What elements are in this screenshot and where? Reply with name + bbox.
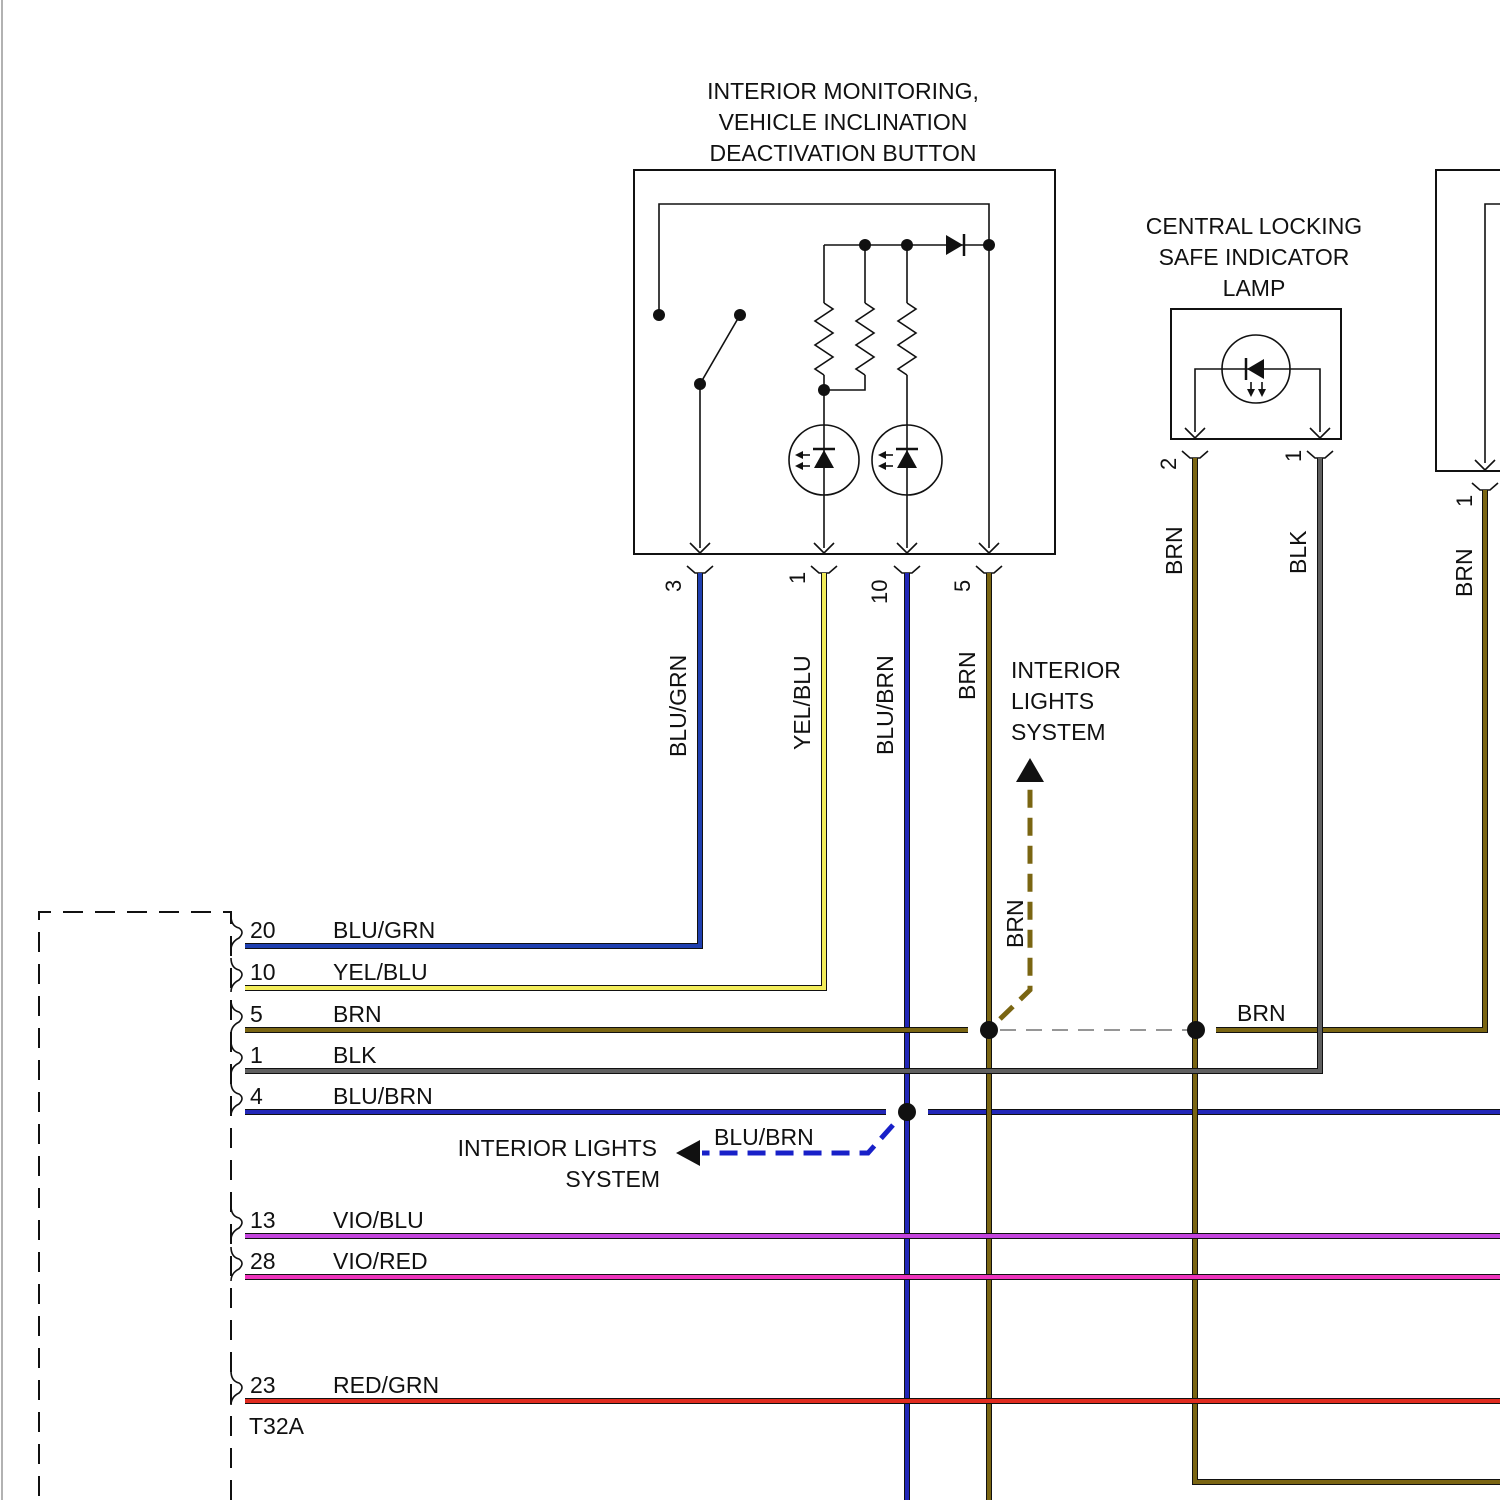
resistor-icon [856, 303, 874, 375]
wire-brn-right-outline [1216, 490, 1485, 1030]
wire-brn-lamp [1195, 458, 1500, 1482]
switch-contact [653, 309, 665, 321]
connector-wire-color: YEL/BLU [333, 959, 428, 985]
wire-yel-blu-outline [245, 573, 824, 988]
lamp-title-line-3: LAMP [1223, 275, 1286, 301]
right-housing [1436, 170, 1500, 471]
safe-indicator-lamp-component: CENTRAL LOCKING SAFE INDICATOR LAMP 2 1 [1146, 213, 1362, 470]
lamp-terminals [1182, 428, 1333, 458]
deactivation-button-component: INTERIOR MONITORING, VEHICLE INCLINATION… [634, 78, 1055, 604]
terminal-cup [1182, 451, 1208, 458]
wire-blu-grn [245, 573, 700, 946]
connector-pin-number: 1 [250, 1042, 263, 1068]
wire-label-brn: BRN [1451, 548, 1477, 597]
connector-wire-color: BLU/GRN [333, 917, 435, 943]
lamp-title-line-2: SAFE INDICATOR [1159, 244, 1350, 270]
connector-wire-color: BRN [333, 1001, 382, 1027]
connector-wire-color: VIO/RED [333, 1248, 428, 1274]
splice-dot [980, 1021, 998, 1039]
wire-label-yel-blu: YEL/BLU [789, 655, 815, 750]
connector-pin-arc [231, 1082, 242, 1116]
wire-label-brn-right: BRN [1237, 1000, 1286, 1026]
button-pin-label: 10 [867, 580, 892, 604]
connector-pin-arc [231, 1247, 242, 1281]
connector-wire-color: RED/GRN [333, 1372, 439, 1398]
wire-label-brn-branch: BRN [1002, 899, 1028, 948]
switch-blade [700, 315, 740, 384]
connector-name: T32A [249, 1413, 305, 1439]
terminal-cup [976, 566, 1002, 573]
button-housing [634, 170, 1055, 554]
connector-pin-arc [231, 958, 242, 992]
right-partial-component: 1 [1436, 170, 1500, 507]
connector-pin-number: 23 [250, 1372, 276, 1398]
interior-lights-reference-line-2: SYSTEM [565, 1166, 660, 1192]
connector-pin-arc [231, 1000, 242, 1034]
lamp-led-icon [1222, 335, 1290, 403]
resistor-icon [815, 303, 833, 375]
button-terminals [687, 543, 1002, 573]
lamp-pin-label: 2 [1156, 458, 1181, 470]
wire-label-brn: BRN [1161, 526, 1187, 575]
wire-label-blu-brn-branch: BLU/BRN [714, 1124, 814, 1150]
connector-pin-arc [231, 1371, 242, 1405]
interior-lights-reference-line-3: SYSTEM [1011, 719, 1106, 745]
wires [245, 458, 1500, 1500]
terminal-cup [1307, 451, 1333, 458]
wire-label-brn: BRN [954, 651, 980, 700]
button-title-line-3: DEACTIVATION BUTTON [709, 140, 976, 166]
button-pin-label: 1 [785, 572, 810, 584]
connector-pin-number: 10 [250, 959, 276, 985]
wire-brn-right [1216, 490, 1485, 1030]
right-terminals [1472, 460, 1498, 490]
wire-yel-blu [245, 573, 824, 988]
connector-pin-number: 20 [250, 917, 276, 943]
wire-blu-grn-outline [245, 573, 700, 946]
led-icon [872, 425, 942, 495]
splice-dot [1187, 1021, 1205, 1039]
connector-wire-color: BLK [333, 1042, 377, 1068]
splice-dot [898, 1103, 916, 1121]
interior-lights-reference-line-1: INTERIOR LIGHTS [458, 1135, 657, 1161]
right-pin-label: 1 [1452, 495, 1477, 507]
brn-dashed-branch [1000, 758, 1196, 1030]
connector-wire-color: BLU/BRN [333, 1083, 433, 1109]
connector-pin-arc [231, 1041, 242, 1075]
connector-pin-arc [231, 916, 242, 950]
connector-pin-arcs [231, 916, 242, 1405]
button-internal-circuit [653, 204, 995, 548]
resistor-icon [898, 303, 916, 375]
led-icon [789, 425, 859, 495]
wire-label-blu-brn: BLU/BRN [872, 655, 898, 755]
lamp-title-line-1: CENTRAL LOCKING [1146, 213, 1362, 239]
connector-pin-number: 5 [250, 1001, 263, 1027]
connector-pin-number: 28 [250, 1248, 276, 1274]
terminal-cup [687, 566, 713, 573]
junction-dot [983, 239, 995, 251]
connector-pin-arc [231, 1206, 242, 1240]
interior-lights-reference-line-1: INTERIOR [1011, 657, 1121, 683]
connector-wire-color: VIO/BLU [333, 1207, 424, 1233]
junction-dot [818, 384, 830, 396]
button-title-line-2: VEHICLE INCLINATION [719, 109, 968, 135]
wire-label-blu-grn: BLU/GRN [665, 655, 691, 757]
button-pin-label: 5 [950, 580, 975, 592]
terminal-cup [811, 566, 837, 573]
connector-pin-number: 4 [250, 1083, 263, 1109]
lamp-pin-label: 1 [1281, 450, 1306, 462]
diode-icon [946, 235, 963, 255]
interior-lights-reference-line-2: LIGHTS [1011, 688, 1094, 714]
connector-pin-number: 13 [250, 1207, 276, 1233]
button-pin-label: 3 [661, 580, 686, 592]
terminal-cup [1472, 483, 1498, 490]
wire-brn-lamp-outline [1195, 458, 1500, 1482]
control-module-outline [39, 912, 231, 1500]
left-arrow-icon [676, 1140, 700, 1166]
wire-label-blk: BLK [1285, 530, 1311, 574]
terminal-cup [894, 566, 920, 573]
button-title-line-1: INTERIOR MONITORING, [707, 78, 979, 104]
up-arrow-icon [1016, 758, 1044, 782]
